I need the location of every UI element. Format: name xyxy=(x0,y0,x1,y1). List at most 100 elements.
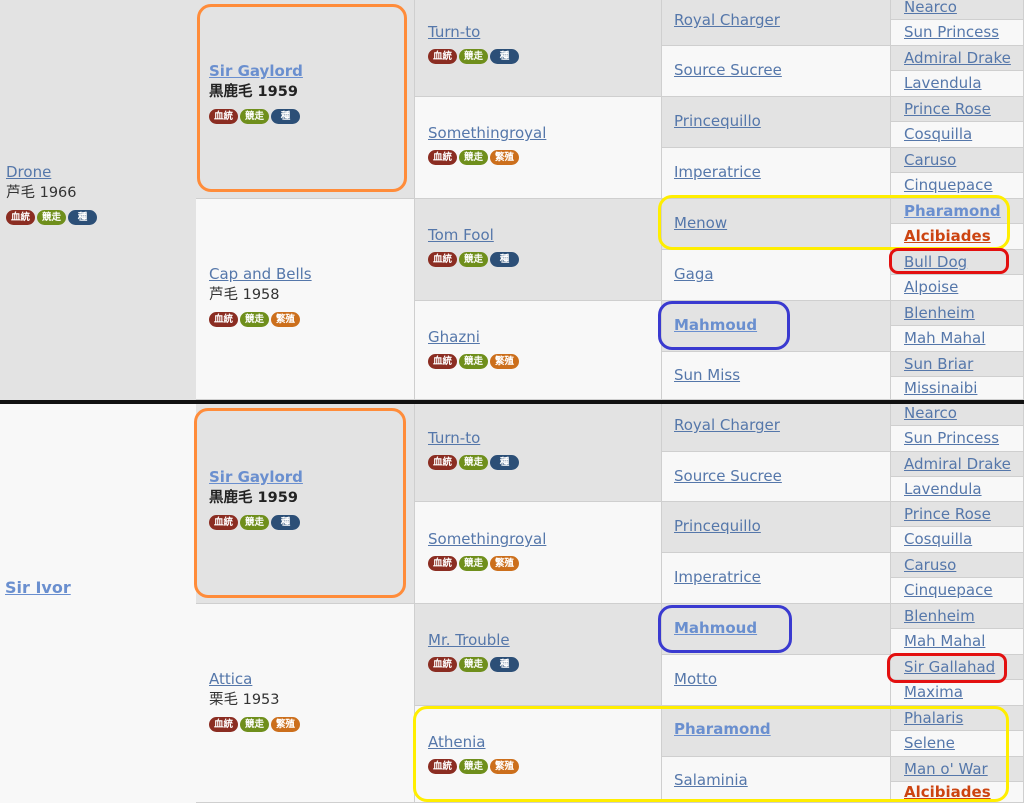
horse-link-cosquilla[interactable]: Cosquilla xyxy=(904,125,973,143)
pedigree-badge[interactable]: 血統 xyxy=(428,354,457,369)
horse-link-mah-mahal[interactable]: Mah Mahal xyxy=(904,329,986,347)
horse-link-imperatrice[interactable]: Imperatrice xyxy=(674,163,761,181)
pedigree-badge[interactable]: 血統 xyxy=(428,49,457,64)
horse-link-tom-fool[interactable]: Tom Fool xyxy=(428,226,494,244)
horse-link-athenia[interactable]: Athenia xyxy=(428,733,486,751)
horse-link-bull-dog[interactable]: Bull Dog xyxy=(904,253,968,271)
horse-link-missinaibi[interactable]: Missinaibi xyxy=(904,379,978,397)
horse-link-cosquilla[interactable]: Cosquilla xyxy=(904,530,973,548)
race-badge[interactable]: 競走 xyxy=(459,759,488,774)
stud-badge[interactable]: 種 xyxy=(490,455,519,470)
horse-link-royal-charger[interactable]: Royal Charger xyxy=(674,11,780,29)
pedigree-badge[interactable]: 血統 xyxy=(428,455,457,470)
race-badge[interactable]: 競走 xyxy=(240,515,269,530)
race-badge[interactable]: 競走 xyxy=(459,49,488,64)
horse-link-alpoise[interactable]: Alpoise xyxy=(904,278,959,296)
horse-link-sir-gaylord[interactable]: Sir Gaylord xyxy=(209,468,303,486)
horse-link-sir-gallahad[interactable]: Sir Gallahad xyxy=(904,658,996,676)
race-badge[interactable]: 競走 xyxy=(37,210,66,225)
broodmare-badge[interactable]: 繁殖 xyxy=(490,759,519,774)
horse-link-mahmoud[interactable]: Mahmoud xyxy=(674,619,758,637)
broodmare-badge[interactable]: 繁殖 xyxy=(271,717,300,732)
race-badge[interactable]: 競走 xyxy=(459,657,488,672)
pedigree-badge[interactable]: 血統 xyxy=(428,252,457,267)
horse-link-royal-charger[interactable]: Royal Charger xyxy=(674,416,780,434)
race-badge[interactable]: 競走 xyxy=(459,455,488,470)
horse-link-pharamond[interactable]: Pharamond xyxy=(904,202,1001,220)
horse-link-cinquepace[interactable]: Cinquepace xyxy=(904,176,993,194)
horse-link-salaminia[interactable]: Salaminia xyxy=(674,771,748,789)
race-badge[interactable]: 競走 xyxy=(240,109,269,124)
race-badge[interactable]: 競走 xyxy=(240,717,269,732)
horse-link-ghazni[interactable]: Ghazni xyxy=(428,328,480,346)
stud-badge[interactable]: 種 xyxy=(271,109,300,124)
horse-link-motto[interactable]: Motto xyxy=(674,670,718,688)
horse-link-mah-mahal[interactable]: Mah Mahal xyxy=(904,632,986,650)
stud-badge[interactable]: 種 xyxy=(68,210,97,225)
race-badge[interactable]: 競走 xyxy=(459,556,488,571)
horse-link-sun-briar[interactable]: Sun Briar xyxy=(904,355,974,373)
broodmare-badge[interactable]: 繁殖 xyxy=(490,150,519,165)
horse-link-blenheim[interactable]: Blenheim xyxy=(904,304,975,322)
horse-link-blenheim[interactable]: Blenheim xyxy=(904,607,975,625)
stud-badge[interactable]: 種 xyxy=(271,515,300,530)
horse-link-admiral-drake[interactable]: Admiral Drake xyxy=(904,455,1011,473)
broodmare-badge[interactable]: 繁殖 xyxy=(490,556,519,571)
horse-link-man-o-war[interactable]: Man o' War xyxy=(904,760,988,778)
horse-link-phalaris[interactable]: Phalaris xyxy=(904,709,964,727)
pedigree-badge[interactable]: 血統 xyxy=(428,556,457,571)
horse-link-turn-to[interactable]: Turn-to xyxy=(428,23,481,41)
horse-link-princequillo[interactable]: Princequillo xyxy=(674,517,761,535)
pedigree-badge[interactable]: 血統 xyxy=(6,210,35,225)
horse-link-princequillo[interactable]: Princequillo xyxy=(674,112,761,130)
horse-link-admiral-drake[interactable]: Admiral Drake xyxy=(904,49,1011,67)
stud-badge[interactable]: 種 xyxy=(490,49,519,64)
horse-link-sir-ivor[interactable]: Sir Ivor xyxy=(5,578,71,597)
broodmare-badge[interactable]: 繁殖 xyxy=(490,354,519,369)
race-badge[interactable]: 競走 xyxy=(459,150,488,165)
horse-link-source-sucree[interactable]: Source Sucree xyxy=(674,467,782,485)
horse-link-sun-princess[interactable]: Sun Princess xyxy=(904,23,1000,41)
horse-link-nearco[interactable]: Nearco xyxy=(904,0,957,16)
horse-link-alcibiades[interactable]: Alcibiades xyxy=(904,227,991,245)
horse-link-somethingroyal[interactable]: Somethingroyal xyxy=(428,530,547,548)
horse-link-gaga[interactable]: Gaga xyxy=(674,265,714,283)
horse-link-sun-miss[interactable]: Sun Miss xyxy=(674,366,741,384)
horse-link-prince-rose[interactable]: Prince Rose xyxy=(904,505,991,523)
horse-link-menow[interactable]: Menow xyxy=(674,214,728,232)
horse-link-caruso[interactable]: Caruso xyxy=(904,151,957,169)
pedigree-badge[interactable]: 血統 xyxy=(209,312,238,327)
horse-link-nearco[interactable]: Nearco xyxy=(904,404,957,422)
horse-link-cinquepace[interactable]: Cinquepace xyxy=(904,581,993,599)
pedigree-badge[interactable]: 血統 xyxy=(209,717,238,732)
pedigree-badge[interactable]: 血統 xyxy=(428,657,457,672)
horse-link-sir-gaylord[interactable]: Sir Gaylord xyxy=(209,62,303,80)
horse-link-source-sucree[interactable]: Source Sucree xyxy=(674,61,782,79)
pedigree-badge[interactable]: 血統 xyxy=(428,759,457,774)
stud-badge[interactable]: 種 xyxy=(490,252,519,267)
race-badge[interactable]: 競走 xyxy=(459,354,488,369)
race-badge[interactable]: 競走 xyxy=(459,252,488,267)
horse-link-alcibiades[interactable]: Alcibiades xyxy=(904,783,991,801)
horse-link-somethingroyal[interactable]: Somethingroyal xyxy=(428,124,547,142)
horse-link-selene[interactable]: Selene xyxy=(904,734,955,752)
race-badge[interactable]: 競走 xyxy=(240,312,269,327)
pedigree-badge[interactable]: 血統 xyxy=(209,109,238,124)
stud-badge[interactable]: 種 xyxy=(490,657,519,672)
horse-link-caruso[interactable]: Caruso xyxy=(904,556,957,574)
horse-link-imperatrice[interactable]: Imperatrice xyxy=(674,568,761,586)
horse-link-cap-and-bells[interactable]: Cap and Bells xyxy=(209,265,312,283)
horse-link-sun-princess[interactable]: Sun Princess xyxy=(904,429,1000,447)
horse-link-pharamond[interactable]: Pharamond xyxy=(674,720,771,738)
horse-link-lavendula[interactable]: Lavendula xyxy=(904,480,982,498)
horse-link-mr-trouble[interactable]: Mr. Trouble xyxy=(428,631,510,649)
horse-link-maxima[interactable]: Maxima xyxy=(904,683,963,701)
horse-link-turn-to[interactable]: Turn-to xyxy=(428,429,481,447)
horse-link-drone[interactable]: Drone xyxy=(6,163,52,181)
horse-link-mahmoud[interactable]: Mahmoud xyxy=(674,316,758,334)
horse-link-prince-rose[interactable]: Prince Rose xyxy=(904,100,991,118)
pedigree-badge[interactable]: 血統 xyxy=(209,515,238,530)
broodmare-badge[interactable]: 繁殖 xyxy=(271,312,300,327)
horse-link-attica[interactable]: Attica xyxy=(209,670,253,688)
pedigree-badge[interactable]: 血統 xyxy=(428,150,457,165)
